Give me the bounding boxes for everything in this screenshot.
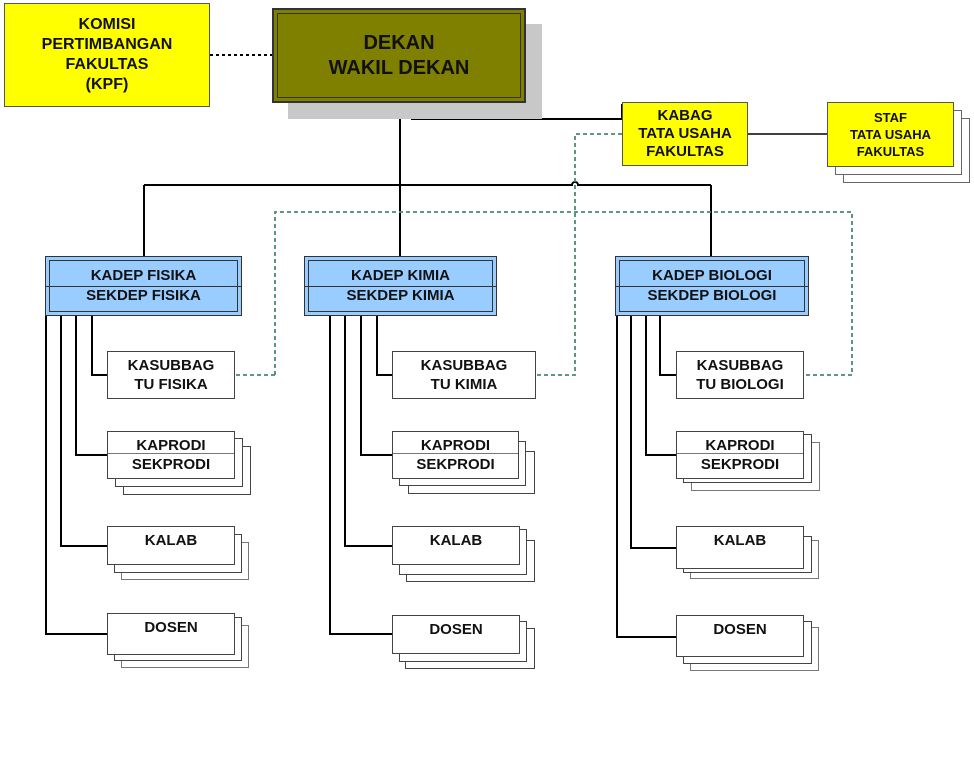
kadep-divider [46,286,241,287]
kaprodi-fisika-line-1: KAPRODI [136,437,206,454]
kalab-kimia-box[interactable]: KALAB [392,526,520,565]
sekdep-fisika-label: SEKDEP FISIKA [86,287,201,304]
kpf-line-1: KOMISI [78,16,136,33]
kasubbag-tu-biologi-box[interactable]: KASUBBAG TU BIOLOGI [676,351,804,399]
kimia-kalab-line [344,316,393,547]
department-bus-line [144,181,711,186]
dosen-biologi-label: DOSEN [713,621,767,638]
biologi-kaprodi-line [645,316,677,456]
dekan-box[interactable]: DEKAN WAKIL DEKAN [272,8,526,103]
kadep-kimia-label: KADEP KIMIA [351,267,450,284]
kpf-line-4: (KPF) [85,76,129,93]
staf-tu-box[interactable]: STAF TATA USAHA FAKULTAS [827,102,954,167]
staf-line-1: STAF [874,110,907,125]
dosen-fisika-box[interactable]: DOSEN [107,613,235,655]
kaprodi-biologi-box[interactable]: KAPRODI SEKPRODI [676,431,804,479]
dosen-biologi-box[interactable]: DOSEN [676,615,804,657]
dosen-fisika-label: DOSEN [144,619,198,636]
kalab-kimia-label: KALAB [429,532,483,549]
coord-line-fisika [274,211,853,376]
kadep-divider [305,286,496,287]
kimia-kaprodi-line [360,316,393,456]
fisika-kalab-line [60,316,108,547]
kadep-divider [616,286,808,287]
dekan-inner-border [277,13,521,98]
kaprodi-divider [393,452,518,454]
staf-line-3: FAKULTAS [856,144,925,159]
kadep-fisika-box[interactable]: KADEP FISIKA SEKDEP FISIKA [45,256,242,316]
kasubbag-fisika-line-2: TU FISIKA [134,376,208,393]
dekan-title: DEKAN [363,31,435,54]
kaprodi-kimia-box[interactable]: KAPRODI SEKPRODI [392,431,519,479]
kaprodi-fisika-line-2: SEKPRODI [131,456,211,473]
dosen-kimia-box[interactable]: DOSEN [392,615,520,654]
kimia-kasubbag-line [376,316,393,376]
kaprodi-kimia-line-2: SEKPRODI [416,456,495,473]
fisika-kasubbag-line [91,316,108,376]
kabag-line-2: TATA USAHA [638,125,732,142]
fisika-dosen-line [45,316,108,635]
staf-line-2: TATA USAHA [849,127,932,142]
kaprodi-biologi-line-2: SEKPRODI [700,456,780,473]
fisika-kaprodi-line [75,316,108,456]
kalab-biologi-box[interactable]: KALAB [676,526,804,569]
kimia-dosen-line [329,316,393,635]
kadep-kimia-box[interactable]: KADEP KIMIA SEKDEP KIMIA [304,256,497,316]
kabag-tu-box[interactable]: KABAG TATA USAHA FAKULTAS [622,102,748,166]
kalab-fisika-label: KALAB [144,532,198,549]
kasubbag-biologi-line-1: KASUBBAG [696,357,784,374]
kadep-biologi-label: KADEP BIOLOGI [652,267,772,284]
kasubbag-biologi-line-2: TU BIOLOGI [696,376,784,393]
kpf-line-2: PERTIMBANGAN [41,36,173,53]
kadep-fisika-label: KADEP FISIKA [90,267,197,284]
kabag-line-3: FAKULTAS [646,143,724,160]
kalab-fisika-box[interactable]: KALAB [107,526,235,565]
kaprodi-kimia-line-1: KAPRODI [420,437,491,454]
kasubbag-kimia-line-2: TU KIMIA [430,376,498,393]
kadep-biologi-box[interactable]: KADEP BIOLOGI SEKDEP BIOLOGI [615,256,809,316]
sekdep-biologi-label: SEKDEP BIOLOGI [647,287,777,304]
kaprodi-divider [108,452,234,454]
biologi-dosen-line [616,316,677,638]
wakil-dekan-title: WAKIL DEKAN [328,56,470,79]
kpf-line-3: FAKULTAS [65,56,149,73]
kaprodi-fisika-box[interactable]: KAPRODI SEKPRODI [107,431,235,479]
coord-line-kabag [536,133,622,376]
biologi-kalab-line [630,316,677,549]
kasubbag-tu-kimia-box[interactable]: KASUBBAG TU KIMIA [392,351,536,399]
dosen-kimia-label: DOSEN [429,621,483,638]
dekan-kabag-line [411,102,623,120]
biologi-kasubbag-line [659,316,677,376]
kasubbag-tu-fisika-box[interactable]: KASUBBAG TU FISIKA [107,351,235,399]
kasubbag-kimia-line-1: KASUBBAG [420,357,508,374]
kabag-line-1: KABAG [657,107,713,124]
kaprodi-divider [677,452,803,454]
sekdep-kimia-label: SEKDEP KIMIA [346,287,455,304]
kaprodi-biologi-line-1: KAPRODI [705,437,775,454]
kpf-box[interactable]: KOMISI PERTIMBANGAN FAKULTAS (KPF) [4,3,210,107]
kasubbag-fisika-line-1: KASUBBAG [127,357,215,374]
kalab-biologi-label: KALAB [713,532,767,549]
